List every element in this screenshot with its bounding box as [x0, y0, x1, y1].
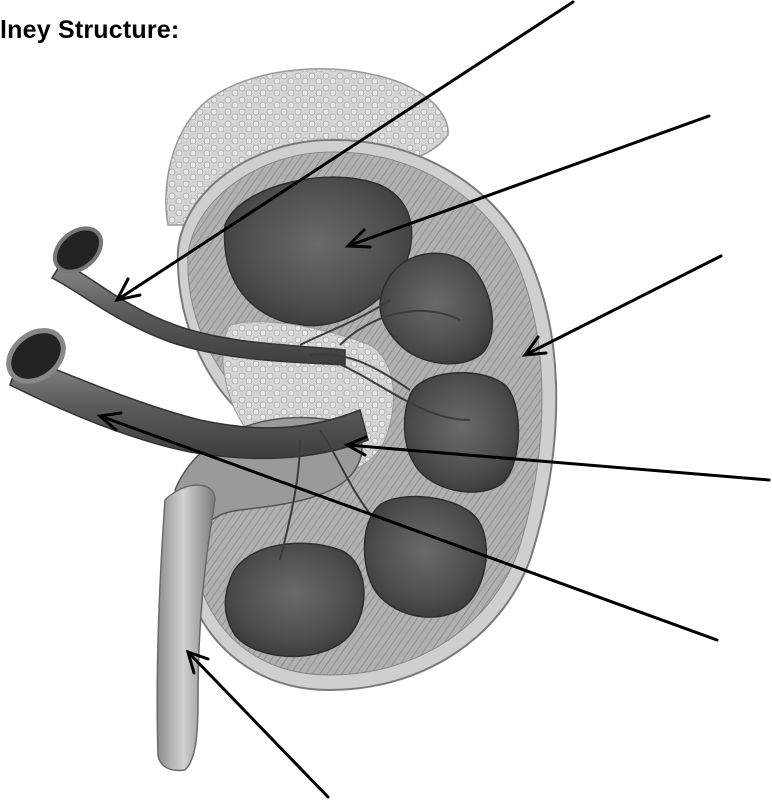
- renal-pyramid-5: [225, 543, 364, 656]
- renal-pyramid-4: [364, 497, 486, 618]
- arrow-cortex: [525, 256, 721, 355]
- renal-pyramid-3: [405, 373, 519, 492]
